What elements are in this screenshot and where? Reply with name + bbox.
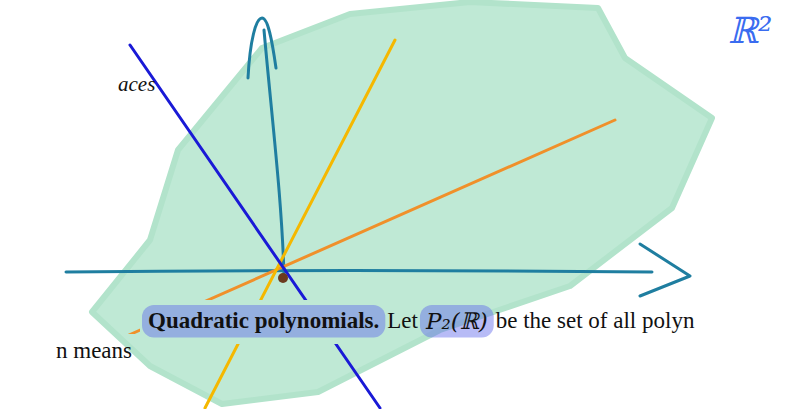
body-text: n means <box>56 338 132 364</box>
x-axis-arrowhead <box>640 244 690 296</box>
body-text: be the set of all polyn <box>496 308 695 334</box>
highlighter-mark <box>420 305 494 337</box>
highlighter-mark <box>142 305 385 337</box>
origin-dot <box>278 273 288 283</box>
y-axis-arrowhead <box>248 18 276 78</box>
y-axis <box>264 30 284 276</box>
body-text: Let <box>387 308 418 334</box>
x-axis <box>66 271 652 273</box>
section-heading-fragment: aces <box>118 72 155 96</box>
paragraph-heading: Quadratic polynomials. <box>148 308 379 334</box>
math-symbol: P₂(ℝ) <box>426 308 488 334</box>
blue-line <box>130 45 380 408</box>
green-plane <box>92 2 712 404</box>
space-symbol: ℝ² <box>728 10 772 51</box>
yellow-line <box>205 40 395 408</box>
